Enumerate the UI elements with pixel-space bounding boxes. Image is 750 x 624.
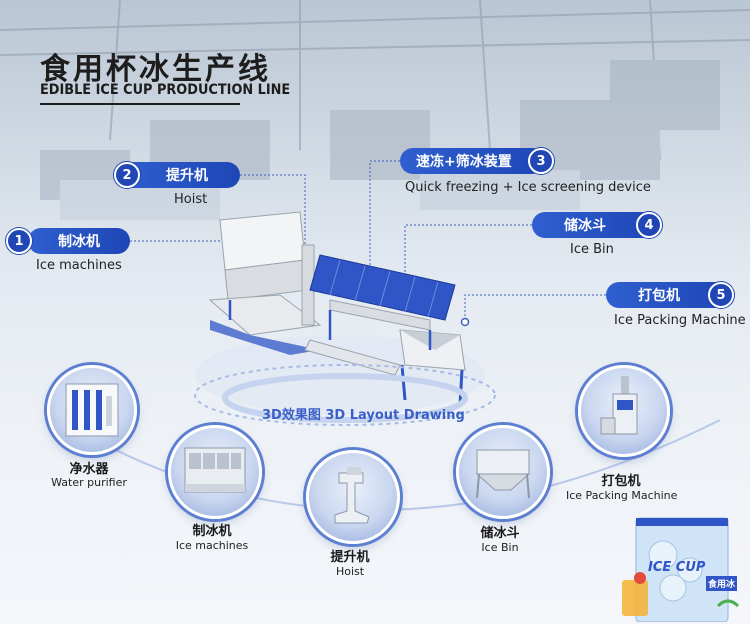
flow-circle-ice-machines [168, 425, 262, 519]
title-underline [40, 103, 240, 105]
flow-label: 储冰斗 [480, 526, 520, 541]
flow-sublabel: Ice machines [175, 539, 249, 552]
callout-label: 提升机 [166, 168, 208, 184]
ice-machine-icon [184, 447, 246, 493]
flow-sublabel: Ice Packing Machine [566, 489, 678, 502]
callout-label: 制冰机 [58, 234, 100, 250]
flow-label: 制冰机 [192, 524, 232, 539]
flow-circle-packing-machine [578, 365, 670, 457]
flow-label: 打包机 [601, 474, 641, 489]
layout-drawing-label: 3D效果图 3D Layout Drawing [262, 408, 465, 423]
page-subtitle: EDIBLE ICE CUP PRODUCTION LINE [40, 82, 291, 98]
ice-bin-icon [475, 449, 531, 499]
page-title: 食用杯冰生产线 [40, 52, 271, 87]
bag-brand-text: ICE CUP [648, 560, 706, 575]
production-line-3d-drawing [195, 211, 485, 415]
callout-number: 5 [708, 282, 734, 308]
callout-quick-freezing: 速冻+筛冰装置 [400, 148, 545, 174]
callout-number: 4 [636, 212, 662, 238]
hoist-icon [334, 467, 370, 524]
callout-label: 储冰斗 [564, 218, 606, 234]
callout-ice-machines: 制冰机 [28, 228, 130, 254]
callout-number: 2 [114, 162, 140, 188]
callout-subtitle: Quick freezing + Ice screening device [405, 180, 651, 195]
callout-subtitle: Ice Packing Machine [614, 313, 746, 328]
flow-sublabel: Hoist [335, 565, 365, 578]
water-purifier-icon [65, 383, 119, 437]
callout-label: 速冻+筛冰装置 [416, 154, 512, 170]
flow-circle-hoist [306, 450, 400, 544]
callout-number: 1 [6, 228, 32, 254]
packing-machine-icon [600, 376, 638, 435]
flow-circle-water-purifier [47, 365, 137, 455]
callout-subtitle: Hoist [174, 192, 208, 207]
flow-circle-ice-bin [456, 425, 550, 519]
callout-subtitle: Ice Bin [570, 242, 614, 257]
callout-hoist: 提升机 [120, 162, 240, 188]
callout-subtitle: Ice machines [36, 258, 122, 273]
ice-cup-product-image [622, 517, 740, 622]
callout-label: 打包机 [638, 288, 680, 304]
flow-sublabel: Water purifier [51, 476, 127, 489]
flow-label: 净水器 [69, 462, 109, 477]
callout-number: 3 [528, 148, 554, 174]
bag-brand-cn: 食用冰 [706, 576, 738, 591]
flow-sublabel: Ice Bin [481, 541, 519, 554]
flow-label: 提升机 [330, 550, 370, 565]
